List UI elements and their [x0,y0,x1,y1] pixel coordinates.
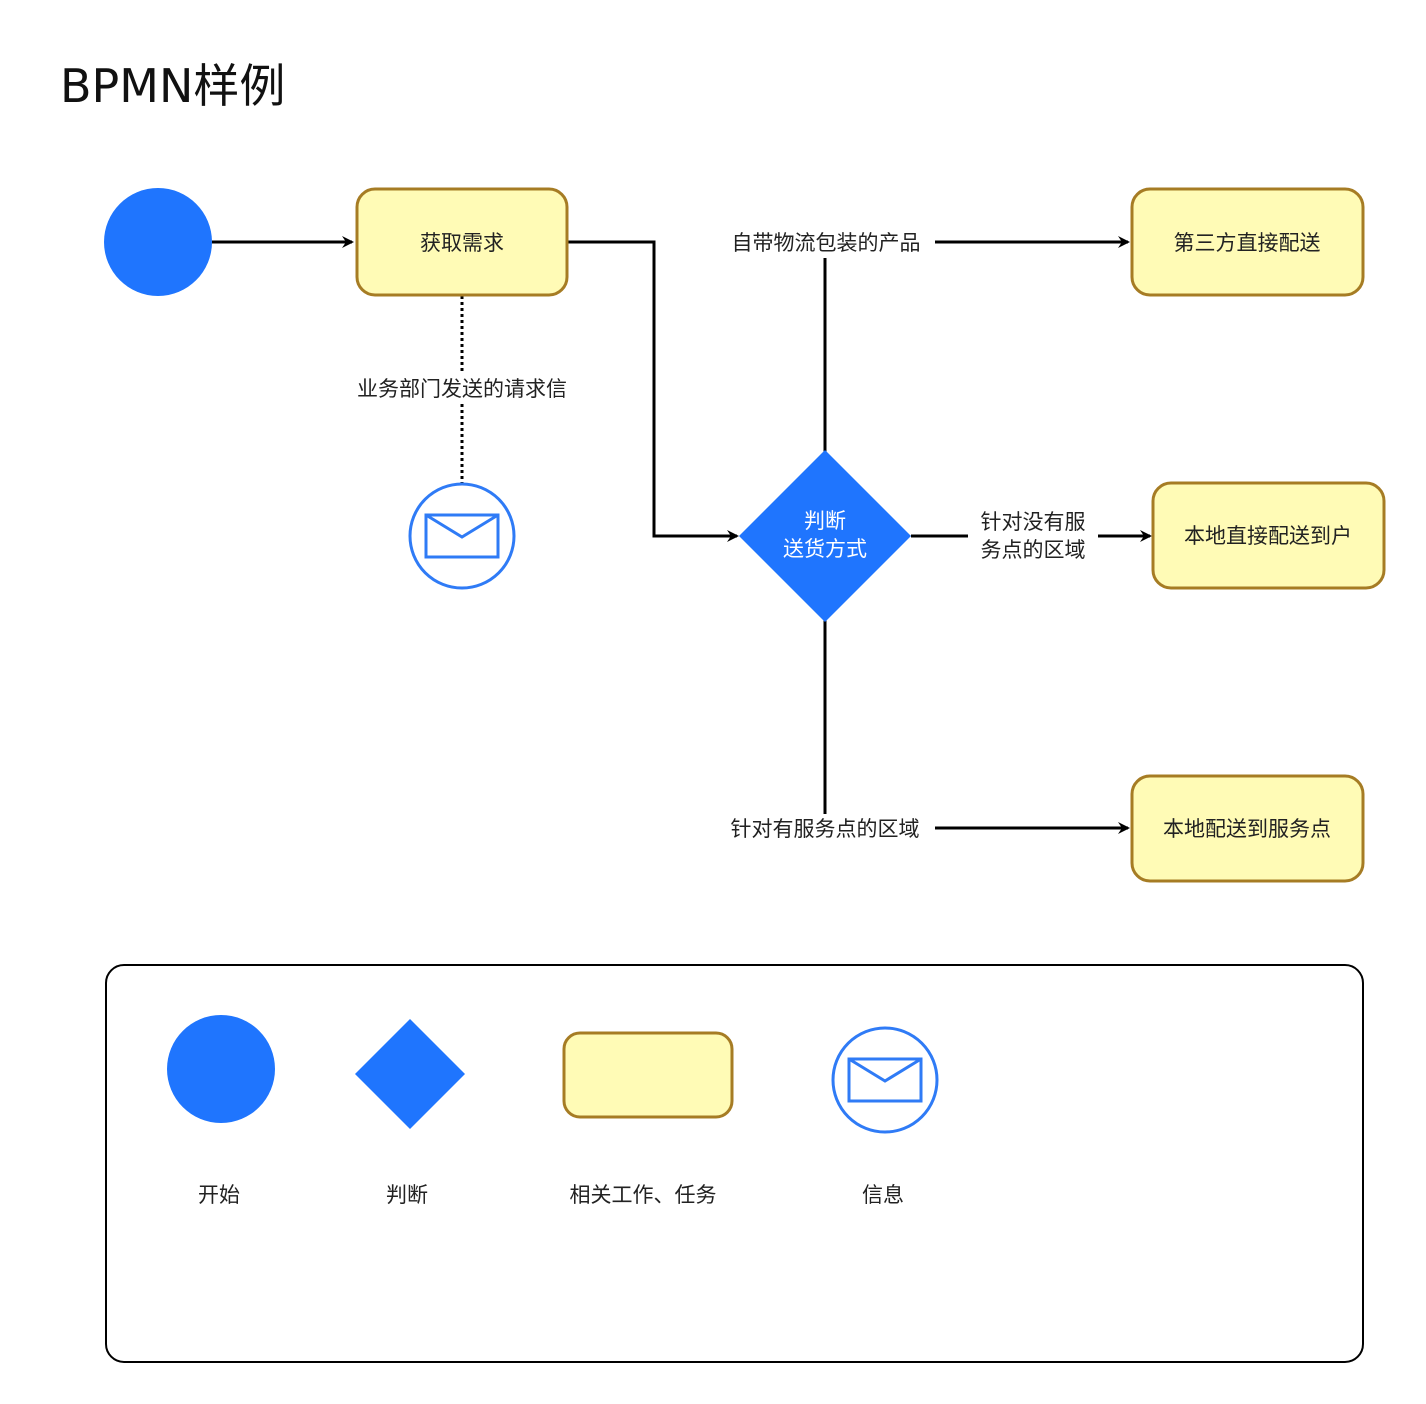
task-third-party-box [1130,187,1365,297]
no-service-label-bg [968,508,1098,564]
legend-message-label: 信息 [862,1183,904,1207]
task-local-to-point-box [1130,774,1365,883]
task-get-demand-box [355,187,569,297]
self-logistics-label-bg [715,228,935,258]
gateway-label-line2: 送货方式 [783,537,867,561]
task-local-to-door-label: 本地直接配送到户 [1184,524,1352,548]
legend-task-label: 相关工作、任务 [570,1183,717,1207]
task-third-party[interactable]: 第三方直接配送 [1130,187,1365,297]
gateway-delivery-method[interactable]: 判断 送货方式 [739,450,911,622]
task-get-demand[interactable]: 获取需求 [355,187,569,297]
has-service-label-bg [713,814,935,844]
task-local-to-point-label: 本地配送到服务点 [1163,817,1331,841]
legend-frame [105,964,1364,1363]
task-get-demand-label: 获取需求 [420,231,504,255]
task-local-to-door[interactable]: 本地直接配送到户 [1151,481,1386,590]
legend-task-icon [562,1031,734,1119]
envelope-icon [424,513,500,559]
legend-decision-icon [355,1019,465,1129]
gateway-label-line1: 判断 [804,509,846,533]
legend-start-icon [167,1015,275,1123]
edge-gateway-to-local-point [823,620,1130,834]
legend-panel: 开始 判断 相关工作、任务 信息 [105,964,1364,1363]
message-label-bg [338,373,588,403]
gateway-diamond [739,450,911,622]
no-service-edge-label-line1: 针对没有服 [981,510,1086,534]
legend-start-label: 开始 [198,1183,240,1207]
edge-gateway-to-third-party [823,236,1130,452]
legend-message-icon [831,1026,939,1134]
no-service-edge-label-line2: 务点的区域 [981,538,1086,562]
has-service-edge-label: 针对有服务点的区域 [731,817,920,841]
diagram-title: BPMN样例 [60,59,285,113]
task-local-to-door-box [1151,481,1386,590]
edge-task-to-gateway [567,240,739,542]
start-event-circle[interactable] [104,188,212,296]
task-third-party-label: 第三方直接配送 [1174,231,1321,255]
message-event[interactable] [408,482,516,590]
legend-decision-label: 判断 [386,1183,428,1207]
envelope-icon [847,1057,923,1103]
self-logistics-edge-label: 自带物流包装的产品 [732,231,921,255]
message-edge-label: 业务部门发送的请求信 [357,377,567,401]
task-local-to-point[interactable]: 本地配送到服务点 [1130,774,1365,883]
